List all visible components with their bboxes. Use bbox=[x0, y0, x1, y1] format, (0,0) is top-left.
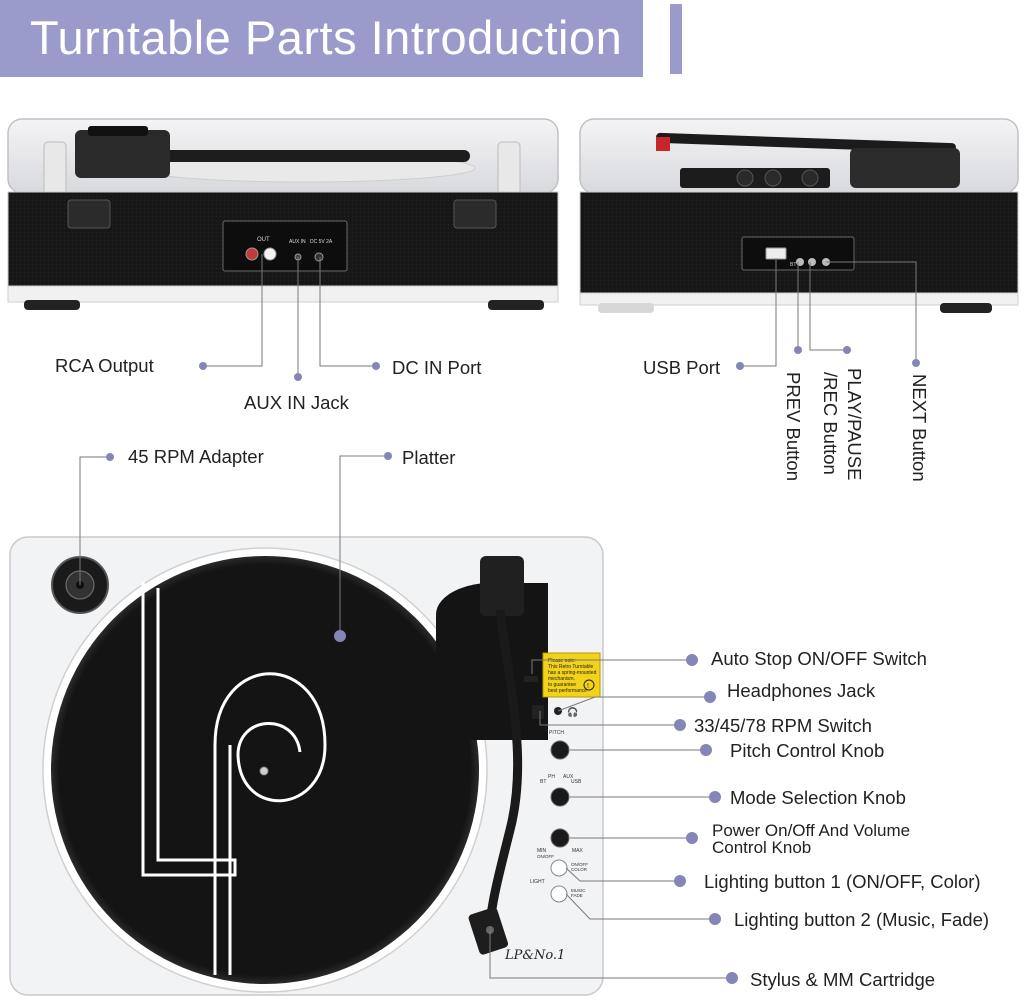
mode-knob-shape bbox=[550, 787, 570, 807]
svg-text:BT: BT bbox=[540, 779, 546, 785]
back-io-panel bbox=[222, 220, 348, 272]
back-foot-right bbox=[488, 300, 544, 310]
back-right-hinge-post bbox=[497, 141, 521, 198]
label-lighting-1: Lighting button 1 (ON/OFF, Color) bbox=[704, 871, 981, 892]
back-hinge-left bbox=[67, 199, 111, 229]
label-power-volume-1: Power On/Off And Volume bbox=[712, 821, 911, 840]
label-rpm-switch: 33/45/78 RPM Switch bbox=[694, 715, 872, 736]
rca-red-jack bbox=[245, 247, 259, 261]
volume-knob-shape bbox=[550, 828, 570, 848]
label-headphones-jack: Headphones Jack bbox=[727, 680, 876, 701]
light-button-1-shape bbox=[550, 859, 568, 877]
side-base bbox=[579, 292, 1019, 306]
label-next-button: NEXT Button bbox=[909, 374, 930, 482]
label-stylus: Stylus & MM Cartridge bbox=[750, 969, 936, 990]
svg-text:COLOR: COLOR bbox=[571, 867, 588, 872]
usb-port-slot bbox=[765, 247, 787, 260]
panel-bt-text: BT bbox=[790, 262, 796, 268]
spindle bbox=[259, 766, 269, 776]
svg-text:!: ! bbox=[587, 683, 589, 690]
svg-text:has a spring-mounted: has a spring-mounted bbox=[548, 670, 597, 676]
callout-dots bbox=[106, 346, 920, 984]
panel-dc-text: DC 5V 2A bbox=[310, 239, 333, 245]
svg-text:PITCH: PITCH bbox=[549, 730, 564, 736]
svg-text:LIGHT: LIGHT bbox=[530, 879, 545, 885]
label-dc-in-port: DC IN Port bbox=[392, 357, 482, 378]
label-usb-port: USB Port bbox=[643, 357, 721, 378]
label-pitch-knob: Pitch Control Knob bbox=[730, 740, 885, 761]
label-mode-knob: Mode Selection Knob bbox=[730, 787, 906, 808]
lp-logo-p bbox=[213, 672, 327, 975]
back-hinge-right bbox=[453, 199, 497, 229]
play-button-shape bbox=[808, 258, 816, 266]
brand-text: LP&No.1 bbox=[504, 948, 565, 963]
svg-text:MAX: MAX bbox=[572, 848, 584, 854]
page-title: Turntable Parts Introduction bbox=[30, 11, 623, 64]
panel-aux-text: AUX IN bbox=[289, 239, 306, 245]
svg-text:ON/OFF: ON/OFF bbox=[537, 854, 554, 859]
svg-text:FADE: FADE bbox=[571, 893, 583, 898]
side-foot-right bbox=[940, 303, 992, 313]
auto-stop-switch-shape bbox=[524, 676, 538, 682]
svg-text:USB: USB bbox=[571, 779, 582, 785]
lp-logo-l bbox=[141, 582, 237, 877]
label-rec-button: /REC Button bbox=[820, 372, 841, 475]
back-view: OUT AUX IN DC 5V 2A bbox=[7, 118, 559, 310]
svg-text:to guarantee: to guarantee bbox=[548, 682, 576, 688]
svg-text:PH: PH bbox=[548, 774, 555, 780]
callout-lines bbox=[79, 254, 917, 979]
svg-text:This Retro Turntable: This Retro Turntable bbox=[548, 664, 594, 670]
svg-text:MUSIC: MUSIC bbox=[571, 888, 586, 893]
title-banner bbox=[0, 0, 643, 77]
back-left-hinge-post bbox=[43, 141, 67, 198]
label-45-rpm-adapter: 45 RPM Adapter bbox=[128, 446, 264, 467]
svg-text:MIN: MIN bbox=[537, 848, 547, 854]
panel-out-text: OUT bbox=[257, 237, 270, 243]
label-platter: Platter bbox=[402, 447, 456, 468]
rpm-switch-shape bbox=[532, 705, 544, 719]
light-button-2-shape bbox=[550, 885, 568, 903]
title-accent-bar bbox=[670, 4, 682, 74]
svg-text:ON/OFF: ON/OFF bbox=[571, 862, 588, 867]
svg-text:Please note:: Please note: bbox=[548, 658, 576, 664]
label-lighting-2: Lighting button 2 (Music, Fade) bbox=[734, 909, 990, 930]
svg-text:AUX: AUX bbox=[563, 774, 574, 780]
top-view: Please note: This Retro Turntable has a … bbox=[9, 536, 604, 996]
tonearm-base-shape bbox=[436, 583, 548, 740]
label-power-volume-2: Control Knob bbox=[712, 838, 812, 857]
side-control-strip bbox=[680, 168, 830, 188]
back-base bbox=[7, 285, 559, 303]
label-prev-button: PREV Button bbox=[783, 372, 804, 482]
svg-text:🎧: 🎧 bbox=[567, 706, 578, 718]
svg-text:best performance: best performance bbox=[548, 688, 587, 694]
label-rca-output: RCA Output bbox=[55, 355, 154, 376]
side-foot-left bbox=[598, 303, 654, 313]
tonearm-counterweight bbox=[480, 556, 524, 616]
side-view: BT bbox=[579, 118, 1019, 313]
dc-jack bbox=[314, 252, 324, 262]
back-tonearm-base bbox=[75, 130, 170, 178]
label-aux-in-jack: AUX IN Jack bbox=[244, 392, 349, 413]
back-record bbox=[160, 150, 470, 162]
svg-text:mechanism.: mechanism. bbox=[548, 676, 575, 682]
back-foot-left bbox=[24, 300, 80, 310]
label-auto-stop: Auto Stop ON/OFF Switch bbox=[711, 648, 927, 669]
prev-button-shape bbox=[796, 258, 804, 266]
side-tonearm-base bbox=[850, 148, 960, 188]
pitch-knob-shape bbox=[550, 740, 570, 760]
side-cartridge bbox=[656, 137, 670, 151]
label-play-pause: PLAY/PAUSE bbox=[844, 368, 865, 481]
rca-white-jack bbox=[263, 247, 277, 261]
tonearm bbox=[485, 609, 523, 926]
